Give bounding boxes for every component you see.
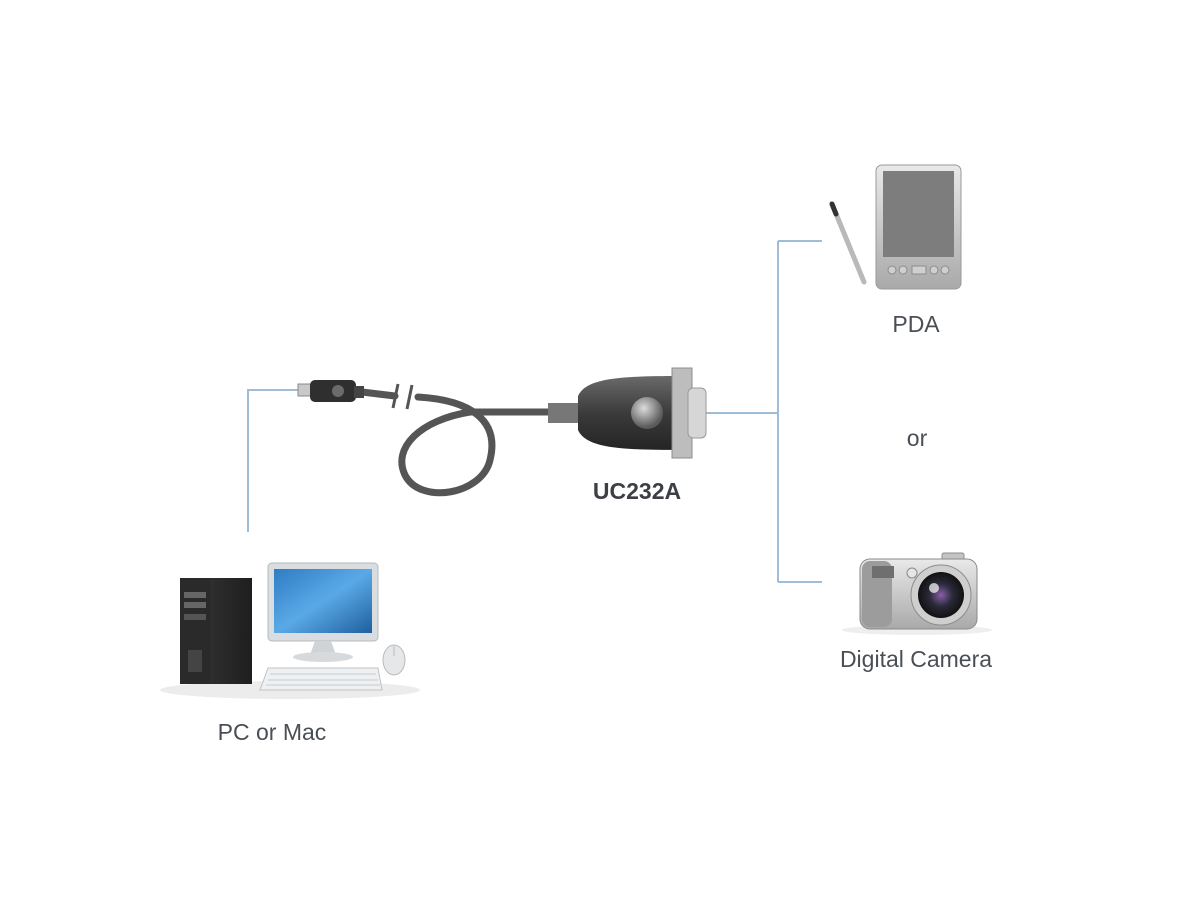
digital-camera-label: Digital Camera	[839, 646, 993, 672]
digital-camera-icon	[842, 552, 992, 635]
pda-icon	[829, 164, 962, 290]
usb-serial-adapter	[297, 367, 707, 497]
product-label: UC232A	[592, 478, 682, 504]
pc-icon	[160, 562, 420, 699]
usb-plug-icon	[297, 380, 364, 402]
host-connector-line	[247, 389, 300, 532]
connector-lines	[247, 240, 822, 583]
pda-label: PDA	[892, 311, 940, 337]
db9-adapter-body	[548, 367, 707, 459]
or-label: or	[906, 425, 928, 451]
adapter-cable	[358, 388, 556, 497]
cable-break-mark	[391, 383, 414, 410]
host-label: PC or Mac	[217, 719, 327, 745]
